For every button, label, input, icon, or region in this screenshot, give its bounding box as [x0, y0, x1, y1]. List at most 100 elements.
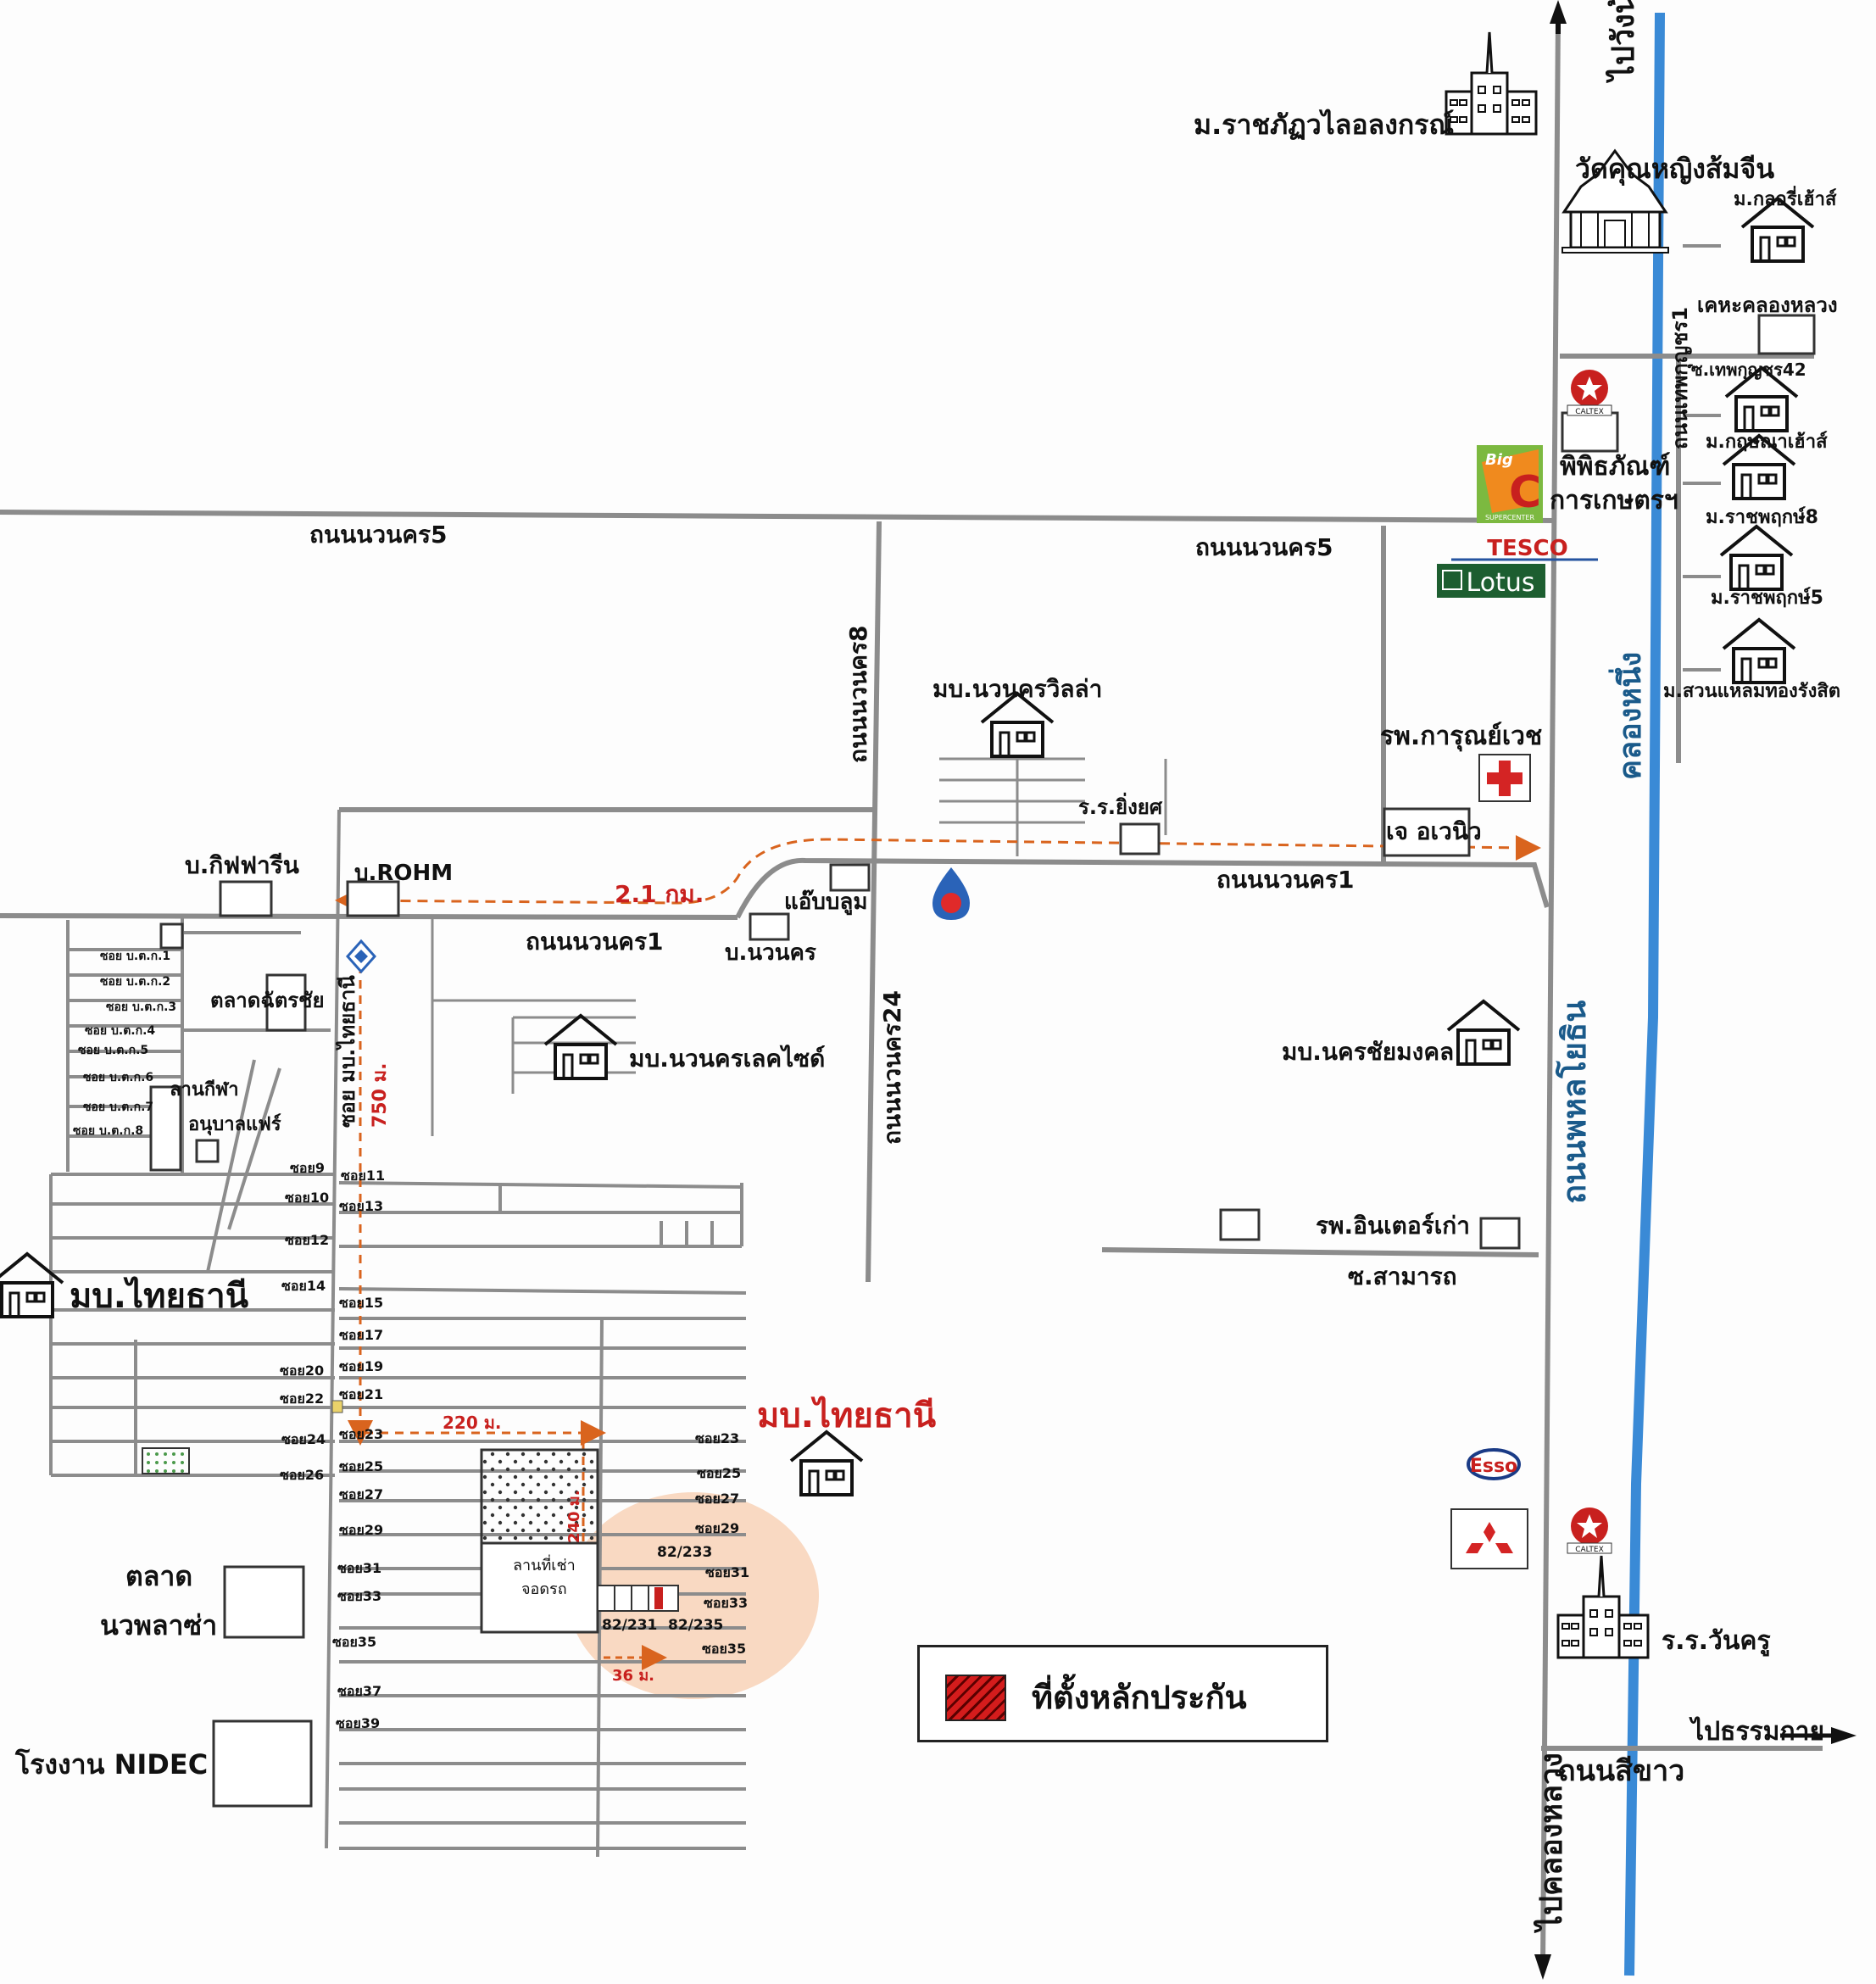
svg-text:ซอย35: ซอย35	[332, 1634, 376, 1650]
lakeside-streets	[431, 916, 636, 1136]
svg-text:ซอย19: ซอย19	[339, 1358, 383, 1374]
house-icon	[1722, 618, 1796, 684]
label-ratchaphruek8: ม.ราชพฤกษ์8	[1706, 506, 1818, 528]
thaithani-streets	[49, 809, 747, 1858]
label-villa: มบ.นวนครวิลล่า	[932, 675, 1102, 703]
svg-text:ซอย บ.ต.ก.7: ซอย บ.ต.ก.7	[83, 1101, 153, 1114]
tesco-lotus-logo: TESCO Lotus	[1437, 536, 1598, 598]
label-distance-2-1km: 2.1 กม.	[615, 880, 704, 908]
arrow-north	[1550, 0, 1567, 24]
legend-label: ที่ตั้งหลักประกัน	[1032, 1679, 1247, 1716]
svg-text:ซอย20: ซอย20	[280, 1363, 324, 1379]
svg-text:ซอย29: ซอย29	[339, 1522, 383, 1538]
label-wankru: ร.ร.วันครู	[1662, 1626, 1771, 1657]
university-icon	[1445, 31, 1538, 136]
svg-text:ซอย31: ซอย31	[337, 1560, 381, 1576]
label-sikhao-road: ถนนสีขาว	[1558, 1754, 1684, 1788]
esso-icon: Esso	[1467, 1448, 1521, 1480]
label-yingyot: ร.ร.ยิ่งยศ	[1078, 792, 1163, 819]
legend-box: ที่ตั้งหลักประกัน	[917, 1645, 1328, 1742]
svg-text:ซอย17: ซอย17	[339, 1327, 383, 1343]
label-inter-hospital: รพ.อินเตอร์เก่า	[1316, 1212, 1470, 1240]
svg-text:Esso: Esso	[1470, 1456, 1517, 1477]
label-j-avenue: เจ อเวนิว	[1386, 817, 1482, 845]
svg-text:ซอย บ.ต.ก.1: ซอย บ.ต.ก.1	[100, 950, 170, 963]
label-plot-82-233: 82/233	[657, 1544, 712, 1561]
label-sports-field: ลานกีฬา	[170, 1079, 239, 1101]
ptt-station-icon	[932, 867, 970, 920]
label-soi-thaithani: ซอย มบ.ไทยธานี	[335, 975, 359, 1128]
label-nidec: โรงงาน NIDEC	[14, 1748, 208, 1781]
label-thaithani-west: มบ.ไทยธานี	[70, 1276, 248, 1316]
svg-text:ซอย39: ซอย39	[336, 1715, 380, 1731]
label-apple-loom: แอ๊บบลูม	[784, 889, 867, 916]
label-distance-240m: 240 ม.	[565, 1490, 583, 1543]
label-distance-36m: 36 ม.	[612, 1667, 654, 1685]
svg-text:ซอย บ.ต.ก.8: ซอย บ.ต.ก.8	[73, 1124, 143, 1138]
label-museum-line1: พิพิธภัณฑ์	[1560, 452, 1670, 482]
label-kritsana-house: ม.กฤษณาเฮ้าส์	[1706, 431, 1828, 453]
svg-text:ซอย22: ซอย22	[280, 1390, 324, 1407]
arrow-south	[1534, 1954, 1551, 1980]
hospital-icon	[1478, 754, 1531, 802]
svg-text:ซอย27: ซอย27	[339, 1486, 383, 1502]
collateral-units	[597, 1585, 679, 1612]
svg-text:ซอย11: ซอย11	[341, 1168, 385, 1184]
label-thepkunchorn42: ซ.เทพกุญชร42	[1691, 359, 1806, 381]
label-glory-house: ม.กลอรี่เฮ้าส์	[1734, 185, 1837, 210]
svg-text:ซอย31: ซอย31	[705, 1564, 749, 1580]
svg-text:ซอย29: ซอย29	[695, 1520, 739, 1536]
villa-streets	[939, 757, 1167, 856]
caltex-icon: CALTEX	[1567, 370, 1612, 416]
label-museum-line2: การเกษตรฯ	[1550, 486, 1678, 516]
svg-text:ซอย บ.ต.ก.2: ซอย บ.ต.ก.2	[100, 975, 170, 989]
soi-labels-even: ซอย9 ซอย10 ซอย12 ซอย14 ซอย20 ซอย22 ซอย24…	[280, 1160, 329, 1483]
label-rohm: บ.ROHM	[354, 861, 453, 886]
label-nawanakorn5-east: ถนนนวนคร5	[1195, 533, 1333, 561]
label-kindergarten: อนุบาลแฟร์	[188, 1113, 281, 1136]
svg-text:SUPERCENTER: SUPERCENTER	[1485, 514, 1535, 521]
canal-khlong-nueng	[1624, 12, 1665, 1976]
soi-labels-odd: ซอย11 ซอย13 ซอย15 ซอย17 ซอย19 ซอย21 ซอย2…	[332, 1168, 385, 1731]
svg-text:ซอย37: ซอย37	[337, 1683, 381, 1699]
label-plot-82-235: 82/235	[668, 1617, 723, 1634]
caltex-icon: CALTEX	[1567, 1508, 1612, 1554]
label-parking-line1: ลานที่เช่า	[513, 1554, 576, 1574]
svg-text:ซอย33: ซอย33	[704, 1595, 748, 1611]
big-c-logo: Big C SUPERCENTER	[1477, 445, 1543, 523]
label-phahon-yothin: ถนนพหลโยธิน	[1555, 1000, 1593, 1204]
label-nawanakorn1-east: ถนนนวนคร1	[1216, 866, 1355, 894]
label-samart: ซ.สามารถ	[1348, 1262, 1457, 1290]
landmark-diamond-icon	[345, 939, 377, 974]
label-distance-220m: 220 ม.	[443, 1413, 502, 1433]
svg-text:ซอย23: ซอย23	[695, 1430, 739, 1446]
svg-text:ซอย27: ซอย27	[695, 1491, 739, 1507]
label-khlong-nueng: คลองหนึ่ง	[1608, 652, 1648, 780]
house-icon	[543, 1014, 618, 1080]
label-market-nawa-line1: ตลาด	[125, 1560, 192, 1592]
svg-text:ซอย26: ซอย26	[280, 1467, 324, 1483]
direction-to-khlong-luang: ไปคลองหลวง	[1533, 1753, 1569, 1934]
svg-text:ซอย12: ซอย12	[285, 1232, 329, 1248]
label-nakornchai: มบ.นครชัยมงคล	[1282, 1038, 1454, 1066]
svg-text:ซอย บ.ต.ก.4: ซอย บ.ต.ก.4	[85, 1024, 155, 1038]
parking-dotted-area	[480, 1448, 599, 1545]
svg-text:ซอย บ.ต.ก.3: ซอย บ.ต.ก.3	[106, 1000, 176, 1014]
svg-text:ซอย35: ซอย35	[702, 1641, 746, 1657]
label-suan-laem: ม.สวนแหลมทองรังสิต	[1663, 681, 1840, 702]
label-nawanakorn24: ถนนนวนคร24	[878, 990, 906, 1145]
label-wat: วัดคุณหญิงส้มจีน	[1575, 153, 1774, 187]
svg-text:ซอย25: ซอย25	[697, 1465, 741, 1481]
label-nawanakorn1-west: ถนนนวนคร1	[526, 928, 664, 956]
svg-text:ซอย13: ซอย13	[339, 1198, 383, 1214]
house-icon	[1446, 1000, 1521, 1066]
mitsubishi-icon	[1450, 1508, 1528, 1569]
label-nawanakorn8: ถนนนวนคร8	[844, 626, 872, 764]
label-kheha: เคหะคลองหลวง	[1697, 293, 1838, 317]
svg-text:ซอย25: ซอย25	[339, 1458, 383, 1474]
house-icon	[1719, 525, 1794, 591]
soi-labels-right: ซอย23 ซอย25 ซอย27 ซอย29 ซอย31 ซอย33 ซอย3…	[695, 1430, 749, 1657]
house-icon	[980, 692, 1055, 758]
house-icon	[0, 1252, 64, 1318]
label-ratchaphruek5: ม.ราชพฤกษ์5	[1711, 587, 1823, 609]
